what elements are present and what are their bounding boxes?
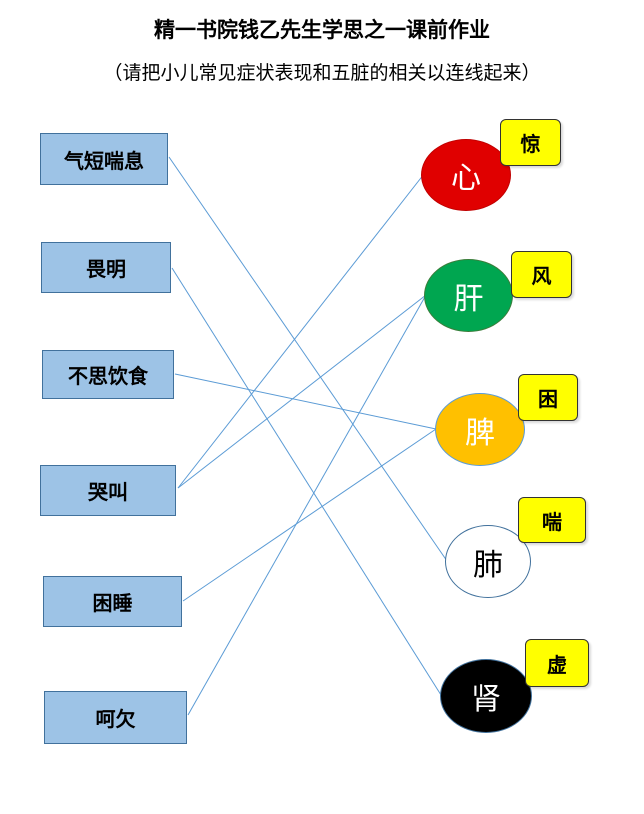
page-title: 精一书院钱乙先生学思之一课前作业 bbox=[154, 17, 490, 42]
symptom-box-6[interactable]: 呵欠 bbox=[44, 691, 187, 744]
emotion-label-liver: 风 bbox=[511, 251, 572, 298]
organ-label: 肾 bbox=[471, 682, 501, 717]
emotion-text: 惊 bbox=[520, 132, 541, 156]
symptom-box-1[interactable]: 气短喘息 bbox=[40, 133, 168, 185]
symptom-box-3[interactable]: 不思饮食 bbox=[42, 350, 174, 399]
emotion-label-lung: 喘 bbox=[518, 497, 586, 543]
connection-line-s6-o2 bbox=[187, 294, 427, 716]
symptom-label: 困睡 bbox=[92, 591, 133, 615]
emotion-text: 风 bbox=[531, 264, 552, 288]
emotion-label-spleen: 困 bbox=[518, 374, 578, 421]
symptom-box-5[interactable]: 困睡 bbox=[43, 576, 182, 627]
organ-circle-heart[interactable]: 心 bbox=[421, 139, 511, 211]
organ-circle-spleen[interactable]: 脾 bbox=[435, 393, 525, 466]
organ-circle-liver[interactable]: 肝 bbox=[424, 259, 513, 332]
symptom-label: 不思饮食 bbox=[68, 364, 148, 388]
organ-label: 心 bbox=[451, 161, 481, 196]
symptom-label: 气短喘息 bbox=[64, 148, 144, 173]
organ-label: 肝 bbox=[453, 281, 484, 317]
organ-label: 脾 bbox=[465, 415, 495, 451]
emotion-text: 虚 bbox=[547, 652, 567, 677]
connection-line-s1-o4 bbox=[168, 156, 448, 562]
connection-line-s4-o1 bbox=[177, 173, 425, 489]
connection-line-s3-o3 bbox=[174, 373, 437, 430]
symptom-label: 畏明 bbox=[86, 257, 126, 281]
emotion-label-heart: 惊 bbox=[500, 119, 561, 166]
page-subtitle: （请把小儿常见症状表现和五脏的相关以连线起来） bbox=[103, 62, 541, 84]
symptom-box-4[interactable]: 哭叫 bbox=[40, 465, 176, 516]
connection-line-s4-o2 bbox=[177, 294, 427, 489]
emotion-text: 喘 bbox=[542, 509, 562, 534]
organ-circle-lung[interactable]: 肺 bbox=[445, 525, 531, 598]
symptom-label: 哭叫 bbox=[88, 480, 128, 504]
connection-line-s2-o5 bbox=[171, 267, 442, 696]
emotion-text: 困 bbox=[538, 387, 558, 411]
organ-circle-kidney[interactable]: 肾 bbox=[440, 659, 532, 733]
symptom-label: 呵欠 bbox=[95, 707, 136, 731]
connection-line-s5-o3 bbox=[182, 428, 437, 602]
symptom-box-2[interactable]: 畏明 bbox=[41, 242, 171, 293]
emotion-label-kidney: 虚 bbox=[525, 639, 589, 687]
organ-label: 肺 bbox=[473, 547, 503, 583]
